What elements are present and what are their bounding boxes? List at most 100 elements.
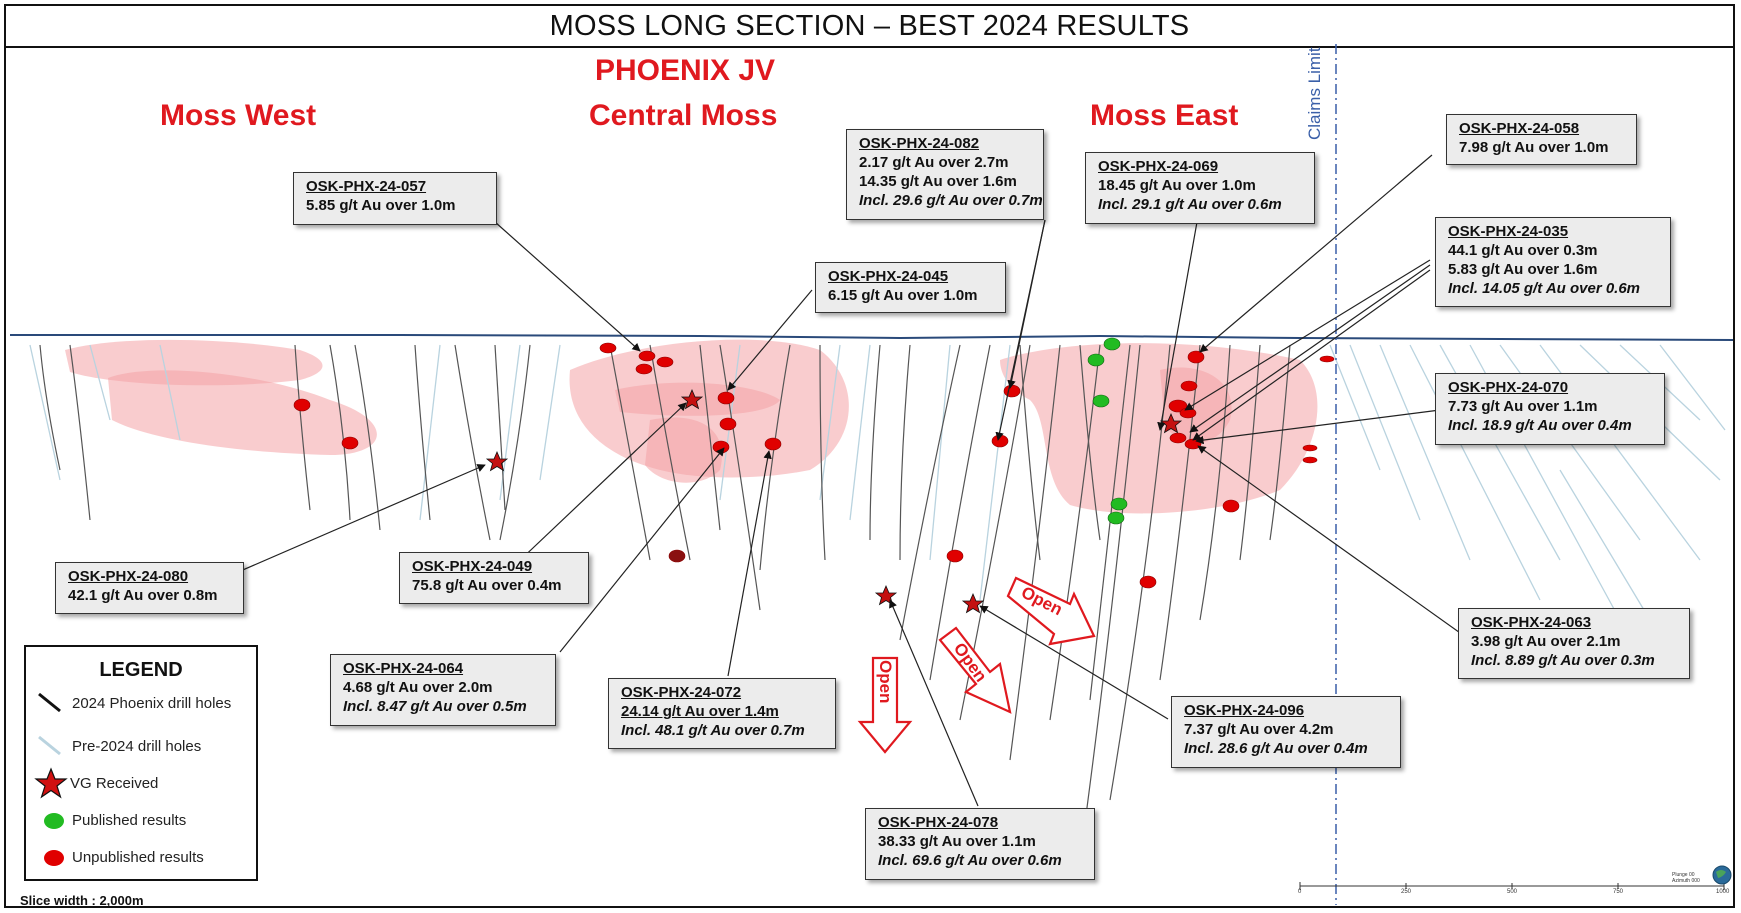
callout-osk-phx-24-078: OSK-PHX-24-078 38.33 g/t Au over 1.1m In… (865, 808, 1095, 880)
intercept (293, 398, 311, 412)
assay-line: 42.1 g/t Au over 0.8m (68, 587, 218, 604)
published-intercept (1087, 353, 1105, 367)
callout-osk-phx-24-063: OSK-PHX-24-063 3.98 g/t Au over 2.1m Inc… (1458, 608, 1690, 679)
published-intercept (1110, 497, 1128, 511)
leader-063 (1197, 445, 1471, 641)
leader-078 (889, 599, 979, 807)
leader-096 (979, 605, 1169, 720)
assay-line: 14.35 g/t Au over 1.6m (859, 173, 1017, 190)
hole-id: OSK-PHX-24-063 (1471, 614, 1592, 631)
legend-item-vg: VG Received (70, 775, 159, 792)
callout-osk-phx-24-049: OSK-PHX-24-049 75.8 g/t Au over 0.4m (399, 552, 589, 604)
hole-id: OSK-PHX-24-057 (306, 178, 427, 195)
unpublished-dot-icon (44, 850, 64, 866)
callout-osk-phx-24-082: OSK-PHX-24-082 2.17 g/t Au over 2.7m 14.… (846, 129, 1044, 220)
azimuth-text: Azimuth 000 (1672, 878, 1700, 884)
callout-osk-phx-24-072: OSK-PHX-24-072 24.14 g/t Au over 1.4m In… (608, 678, 836, 749)
published-intercept (1107, 511, 1125, 525)
hole-id: OSK-PHX-24-064 (343, 660, 464, 677)
legend-item-pre-2024-holes: Pre-2024 drill holes (72, 738, 202, 755)
leader-058 (1199, 154, 1433, 353)
vg-star-icon (874, 584, 898, 606)
assay-incl: Incl. 48.1 g/t Au over 0.7m (621, 722, 805, 739)
hole-id: OSK-PHX-24-072 (621, 684, 742, 701)
leader-arrows (214, 154, 1471, 807)
zone-east-1 (1000, 343, 1318, 514)
assay-incl: Incl. 14.05 g/t Au over 0.6m (1448, 280, 1641, 297)
leader-045 (727, 289, 813, 391)
callout-osk-phx-24-057: OSK-PHX-24-057 5.85 g/t Au over 1.0m (293, 172, 497, 225)
intercept (635, 363, 653, 375)
callout-osk-phx-24-045: OSK-PHX-24-045 6.15 g/t Au over 1.0m (815, 262, 1006, 313)
ground-surface (10, 334, 1734, 341)
scale-tick: 500 (1507, 889, 1518, 895)
legend: LEGEND 2024 Phoenix drill holes Pre-2024… (24, 645, 258, 881)
intercept (1222, 499, 1240, 513)
callout-osk-phx-24-096: OSK-PHX-24-096 7.37 g/t Au over 4.2m Inc… (1171, 696, 1401, 768)
leader-035c (1192, 269, 1431, 441)
hole-id: OSK-PHX-24-035 (1448, 223, 1569, 240)
open-label-1: Open (876, 660, 895, 703)
published-dot-icon (44, 813, 64, 829)
callout-osk-phx-24-069: OSK-PHX-24-069 18.45 g/t Au over 1.0m In… (1085, 152, 1315, 224)
legend-item-unpublished: Unpublished results (72, 849, 204, 866)
vg-star-icon (961, 592, 985, 614)
callout-osk-phx-24-080: OSK-PHX-24-080 42.1 g/t Au over 0.8m (55, 562, 244, 614)
legend-item-2024-holes: 2024 Phoenix drill holes (72, 695, 232, 712)
vg-star-icon (1159, 412, 1183, 434)
intercept (1302, 444, 1318, 452)
intercept (719, 417, 737, 431)
assay-line: 7.37 g/t Au over 4.2m (1184, 721, 1334, 738)
published-intercept (1092, 394, 1110, 408)
leader-070 (1195, 409, 1441, 445)
hole-id: OSK-PHX-24-080 (68, 568, 189, 585)
published-intercept (1103, 337, 1121, 351)
leader-072 (727, 450, 772, 677)
intercept (1169, 432, 1187, 444)
leader-035a (1184, 259, 1431, 411)
assay-incl: Incl. 8.47 g/t Au over 0.5m (343, 698, 527, 715)
zone-central-3 (645, 417, 722, 483)
intercept (1319, 355, 1335, 363)
mineralized-zones (65, 339, 1318, 514)
vg-star-icon (680, 388, 704, 410)
assay-line: 44.1 g/t Au over 0.3m (1448, 242, 1598, 259)
intercept (1179, 407, 1197, 419)
assay-line: 2.17 g/t Au over 2.7m (859, 154, 1009, 171)
assay-line: 5.83 g/t Au over 1.6m (1448, 261, 1598, 278)
moss-east-label: Moss East (1090, 99, 1239, 132)
callout-osk-phx-24-064: OSK-PHX-24-064 4.68 g/t Au over 2.0m Inc… (330, 654, 556, 726)
assay-line: 24.14 g/t Au over 1.4m (621, 703, 779, 720)
intercept (1302, 456, 1318, 464)
hole-id: OSK-PHX-24-049 (412, 558, 533, 575)
assay-line: 75.8 g/t Au over 0.4m (412, 577, 562, 594)
unpublished-intercepts (293, 342, 1335, 589)
figure-title: MOSS LONG SECTION – BEST 2024 RESULTS (6, 6, 1733, 48)
callout-osk-phx-24-058: OSK-PHX-24-058 7.98 g/t Au over 1.0m (1446, 114, 1637, 165)
leader-049 (514, 402, 687, 566)
zone-moss-west-2 (108, 370, 377, 455)
assay-line: 38.33 g/t Au over 1.1m (878, 833, 1036, 850)
phoenix-drill-hole-icon (38, 692, 61, 713)
intercept (341, 436, 359, 450)
intercept (668, 549, 686, 563)
scale-tick: 250 (1401, 889, 1412, 895)
leader-080 (214, 464, 486, 583)
vg-star-icon (34, 767, 68, 799)
phoenix-jv-label: PHOENIX JV (595, 54, 776, 87)
leader-064 (559, 447, 725, 653)
intercept (946, 549, 964, 563)
intercept (1180, 380, 1198, 392)
intercept (1003, 384, 1021, 398)
pre-2024-drill-hole-icon (38, 735, 61, 756)
legend-item-published: Published results (72, 812, 187, 829)
hole-id: OSK-PHX-24-082 (859, 135, 980, 152)
vg-star-icon (485, 450, 509, 472)
hole-id: OSK-PHX-24-069 (1098, 158, 1219, 175)
intercept (764, 437, 782, 451)
claims-limit-label: Claims Limit (1305, 47, 1324, 140)
leader-035b (1189, 264, 1431, 433)
hole-id: OSK-PHX-24-078 (878, 814, 999, 831)
hole-id: OSK-PHX-24-045 (828, 268, 949, 285)
